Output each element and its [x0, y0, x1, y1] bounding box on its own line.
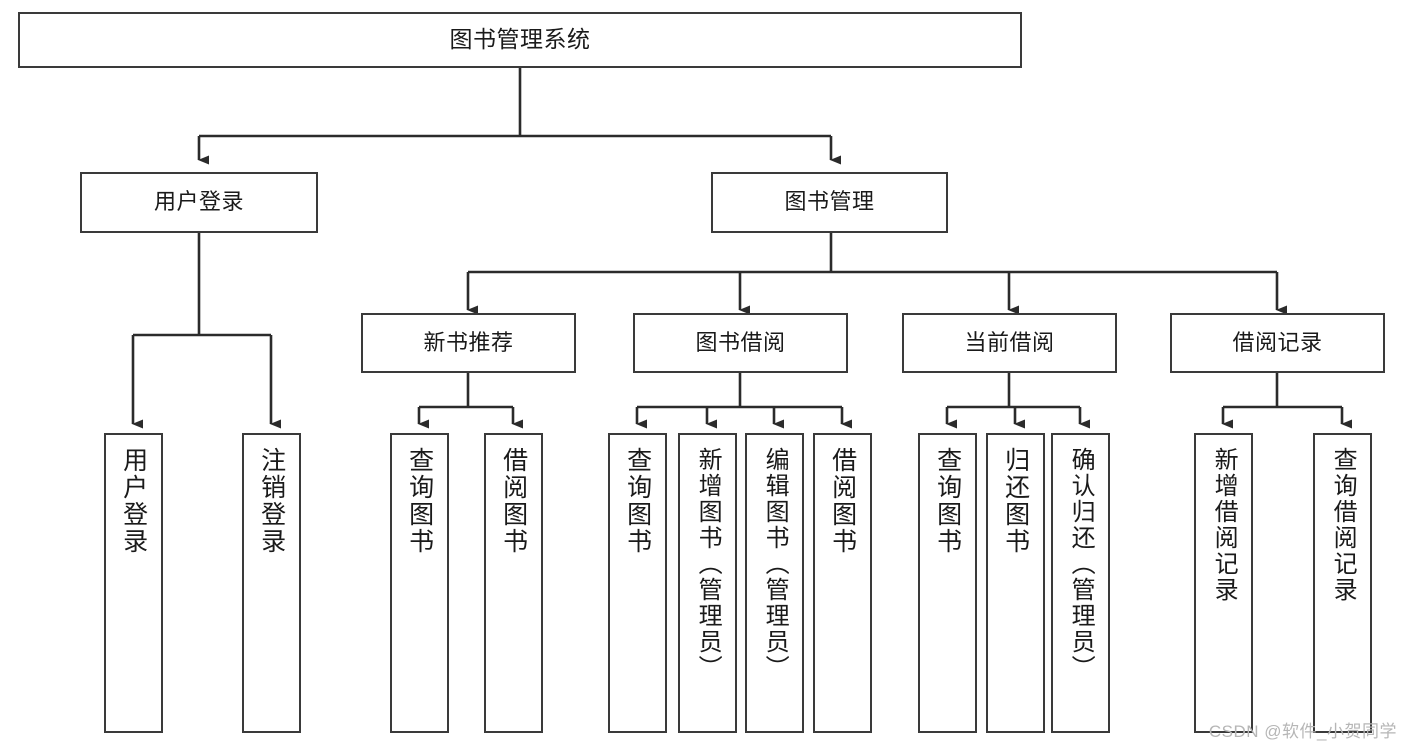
- node-leaf-add-book-label: 新增图书（管理员）: [694, 447, 722, 681]
- node-leaf-user-login-label: 用户登录: [119, 447, 148, 555]
- node-book-borrow[interactable]: 图书借阅: [633, 313, 848, 373]
- node-current-borrow-label: 当前借阅: [964, 329, 1055, 355]
- node-leaf-add-record-label: 新增借阅记录: [1210, 447, 1238, 603]
- node-leaf-query-record-label: 查询借阅记录: [1329, 447, 1357, 603]
- node-leaf-query-book-3[interactable]: 查询图书: [918, 433, 977, 733]
- node-root-label: 图书管理系统: [449, 26, 591, 53]
- node-leaf-confirm-return-label: 确认归还（管理员）: [1067, 447, 1095, 681]
- node-leaf-borrow-book-2-label: 借阅图书: [828, 447, 857, 555]
- node-leaf-logout-label: 注销登录: [257, 447, 286, 555]
- node-leaf-edit-book[interactable]: 编辑图书（管理员）: [745, 433, 804, 733]
- node-leaf-query-book-2-label: 查询图书: [623, 447, 652, 555]
- node-leaf-query-record[interactable]: 查询借阅记录: [1313, 433, 1372, 733]
- node-user-login-label: 用户登录: [153, 189, 244, 215]
- node-leaf-borrow-book-1[interactable]: 借阅图书: [484, 433, 543, 733]
- node-book-manage-label: 图书管理: [784, 189, 875, 215]
- node-book-manage[interactable]: 图书管理: [711, 172, 948, 233]
- node-leaf-logout[interactable]: 注销登录: [242, 433, 301, 733]
- node-leaf-return-book-label: 归还图书: [1001, 447, 1030, 555]
- node-leaf-borrow-book-2[interactable]: 借阅图书: [813, 433, 872, 733]
- node-leaf-return-book[interactable]: 归还图书: [986, 433, 1045, 733]
- node-borrow-record[interactable]: 借阅记录: [1170, 313, 1385, 373]
- csdn-watermark: CSDN @软件_小贺同学: [1208, 722, 1397, 741]
- node-leaf-edit-book-label: 编辑图书（管理员）: [761, 447, 789, 681]
- node-book-borrow-label: 图书借阅: [695, 329, 786, 355]
- node-leaf-query-book-1[interactable]: 查询图书: [390, 433, 449, 733]
- node-borrow-record-label: 借阅记录: [1232, 329, 1323, 355]
- node-leaf-user-login[interactable]: 用户登录: [104, 433, 163, 733]
- node-leaf-query-book-3-label: 查询图书: [933, 447, 962, 555]
- node-current-borrow[interactable]: 当前借阅: [902, 313, 1117, 373]
- node-new-book-rec[interactable]: 新书推荐: [361, 313, 576, 373]
- node-leaf-add-record[interactable]: 新增借阅记录: [1194, 433, 1253, 733]
- node-user-login[interactable]: 用户登录: [80, 172, 318, 233]
- node-new-book-rec-label: 新书推荐: [423, 329, 514, 355]
- node-leaf-add-book[interactable]: 新增图书（管理员）: [678, 433, 737, 733]
- node-leaf-confirm-return[interactable]: 确认归还（管理员）: [1051, 433, 1110, 733]
- node-leaf-borrow-book-1-label: 借阅图书: [499, 447, 528, 555]
- node-leaf-query-book-2[interactable]: 查询图书: [608, 433, 667, 733]
- node-leaf-query-book-1-label: 查询图书: [405, 447, 434, 555]
- node-root[interactable]: 图书管理系统: [18, 12, 1022, 68]
